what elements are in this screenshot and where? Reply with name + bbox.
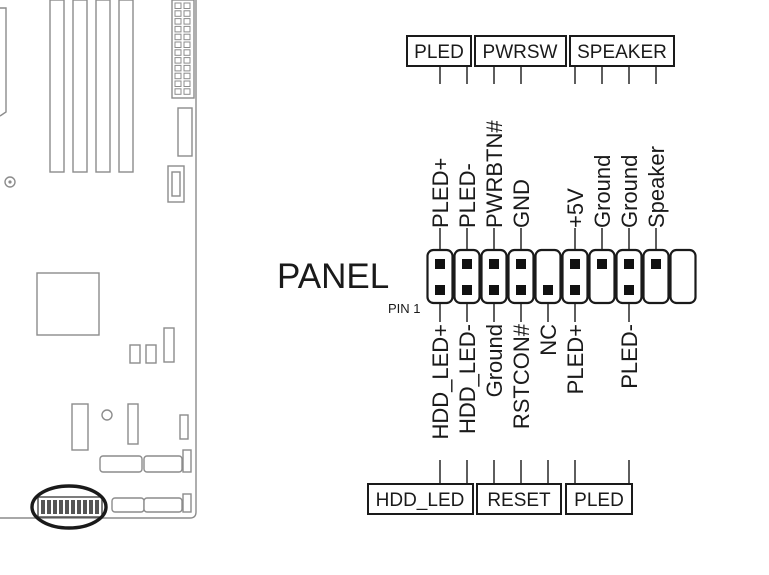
top-group-pled-label: PLED <box>414 42 464 63</box>
header-pin <box>543 285 553 295</box>
header-pin <box>570 259 580 269</box>
top-pin-label-ground: Ground <box>590 155 615 228</box>
bottom-group-pled-label: PLED <box>574 490 624 511</box>
header-pin <box>597 259 607 269</box>
top-pin-label-speaker: Speaker <box>644 146 669 228</box>
top-group-pwrsw: PWRSW <box>474 35 567 67</box>
header-cell <box>453 248 481 305</box>
bottom-group-reset-label: RESET <box>487 490 551 511</box>
top-pin-label-ground: Ground <box>617 155 642 228</box>
top-group-speaker: SPEAKER <box>569 35 675 67</box>
motherboard-outline <box>0 0 197 530</box>
highlight-circle <box>30 484 108 530</box>
bottom-pin-label-hdd-led: HDD_LED+ <box>428 324 453 440</box>
bottom-pin-label-nc: NC <box>536 324 561 356</box>
top-group-speaker-label: SPEAKER <box>577 42 667 63</box>
bottom-pin-label-hdd-led: HDD_LED- <box>455 324 480 434</box>
header-pin <box>462 285 472 295</box>
atx-power-connector <box>171 0 195 99</box>
bottom-group-hdd-led: HDD_LED <box>367 483 474 515</box>
header-cell <box>534 248 562 305</box>
header-cell <box>669 248 697 305</box>
header-pin <box>570 285 580 295</box>
header-pin <box>462 259 472 269</box>
header-cell <box>507 248 535 305</box>
bottom-group-reset: RESET <box>476 483 562 515</box>
memory-slots <box>49 0 134 173</box>
header-cell <box>588 248 616 305</box>
header-pin <box>624 259 634 269</box>
bottom-group-hdd-led-label: HDD_LED <box>376 490 465 511</box>
top-pin-label-pwrbtn: PWRBTN# <box>482 120 507 228</box>
header-pin <box>516 285 526 295</box>
header-pin <box>435 259 445 269</box>
bottom-pin-label-rstcon: RSTCON# <box>509 323 534 429</box>
header-pin <box>651 259 661 269</box>
header-pin <box>516 259 526 269</box>
bottom-pin-label-pled: PLED- <box>617 324 642 389</box>
bottom-pin-label-pled: PLED+ <box>563 324 588 394</box>
top-pin-label-pled: PLED- <box>455 163 480 228</box>
top-pin-label-pled: PLED+ <box>428 158 453 228</box>
bottom-group-pled: PLED <box>565 483 633 515</box>
header-pin <box>435 285 445 295</box>
header-pin <box>489 259 499 269</box>
chipset <box>36 272 100 336</box>
top-group-pwrsw-label: PWRSW <box>483 42 558 63</box>
header-cell <box>642 248 670 305</box>
header-cell <box>426 248 454 305</box>
panel-title: PANEL <box>277 257 389 296</box>
header-cell <box>480 248 508 305</box>
pin-1-label: PIN 1 <box>388 301 421 316</box>
header-connector <box>426 248 697 305</box>
header-pin <box>624 285 634 295</box>
top-pin-label-5v: +5V <box>563 188 588 228</box>
header-cell <box>615 248 643 305</box>
top-pin-label-gnd: GND <box>509 179 534 228</box>
panel-header-on-board <box>30 484 108 530</box>
bottom-pin-label-ground: Ground <box>482 324 507 397</box>
top-group-pled: PLED <box>406 35 472 67</box>
header-cell <box>561 248 589 305</box>
header-pin <box>489 285 499 295</box>
